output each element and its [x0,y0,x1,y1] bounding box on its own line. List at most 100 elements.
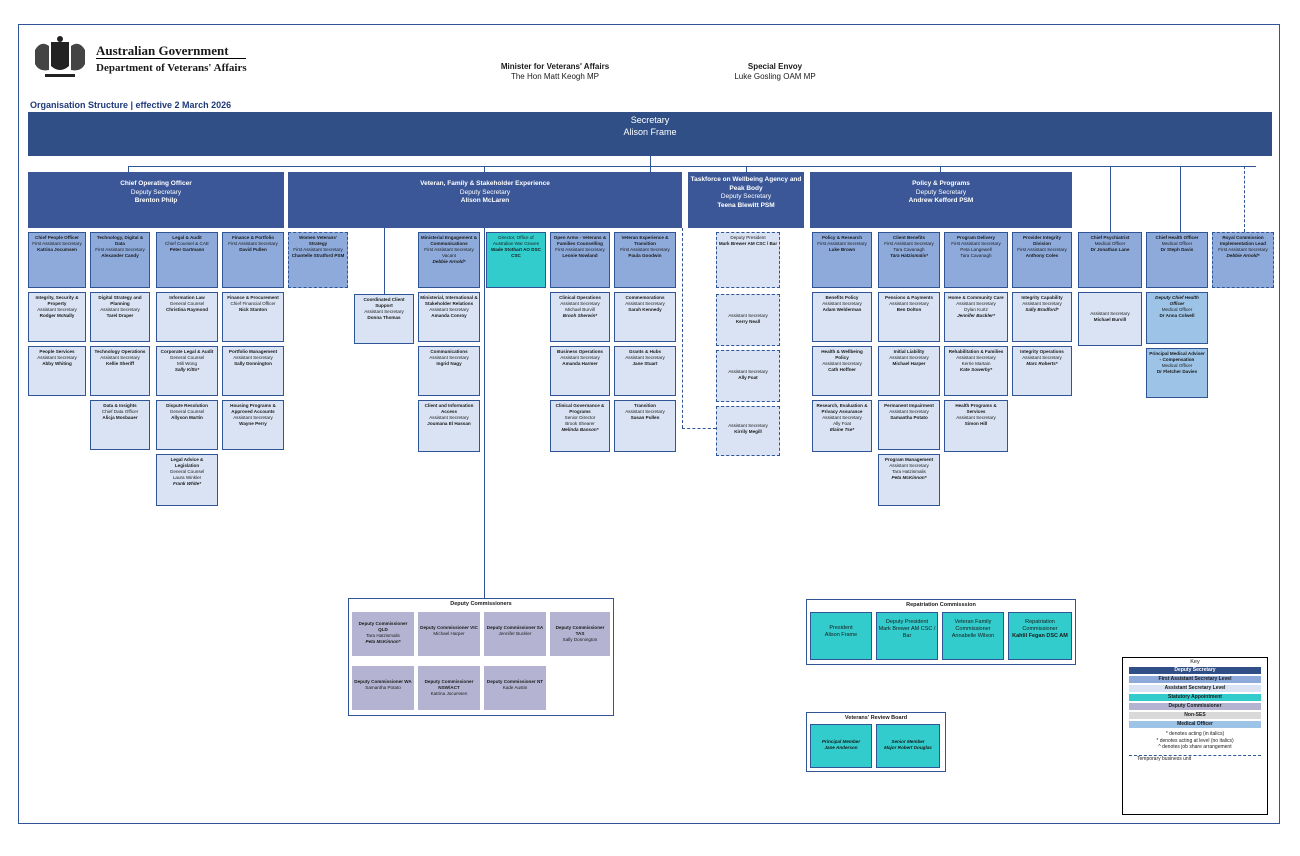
box-text: Digital Strategy and Planning [98,295,142,306]
box-text: Assistant Secretary [728,423,768,428]
box-text: Medical Officer [1161,363,1193,368]
envoy-title: Special Envoy [747,62,803,71]
box-misr[interactable]: Ministerial, International & Stakeholder… [418,292,480,342]
box-text: Frank White* [172,481,202,486]
box-text: Anthony Coles [1025,253,1059,258]
box-text: Policy & Research [821,235,863,240]
group-coo[interactable]: Chief Operating Officer Deputy Secretary… [28,172,284,228]
box-text: First Assistant Secretary [293,247,343,252]
box-text: First Assistant Secretary [1017,247,1067,252]
temp-connector [682,428,716,429]
box-oavf[interactable]: Open Arms - Veterans & Families Counsell… [550,232,610,288]
box-text: Ingrid Nagy [436,361,462,366]
box-text: Program Management [884,457,934,462]
connector [384,228,385,294]
box-text: Repatriation Commissioner [1022,619,1058,632]
box-repa[interactable]: Research, Evaluation & Privacy Assurance… [812,400,872,452]
group-pp[interactable]: Policy & Programs Deputy Secretary Andre… [810,172,1072,228]
box-text: Mili Wong [176,361,198,366]
group-vfse[interactable]: Veteran, Family & Stakeholder Experience… [288,172,682,228]
box-pma[interactable]: Principal Medical Adviser - Compensation… [1146,348,1208,398]
box-text: Katrina Jocumsen [37,247,77,252]
box-text: Tara Hatzismalis* [890,253,928,258]
box-text: Marc Roberts* [1026,361,1058,366]
box-text: General Counsel [169,355,205,360]
secretary-box[interactable]: Secretary Alison Frame [28,112,1272,156]
box-text: Sally Bradford* [1025,307,1059,312]
group-taskforce[interactable]: Taskforce on Wellbeing Agency and Peak B… [688,172,804,228]
box-owg[interactable]: Director, Office of Australian War Grave… [486,232,546,288]
box-text: Debbie Arnold* [432,259,466,264]
box-text: Annabelle Wilson [951,633,995,639]
org-title: Organisation Structure | effective 2 Mar… [30,100,232,110]
key-item: Deputy Commissioner [1129,703,1261,710]
minister-block: Minister for Veterans' Affairs The Hon M… [500,62,610,82]
